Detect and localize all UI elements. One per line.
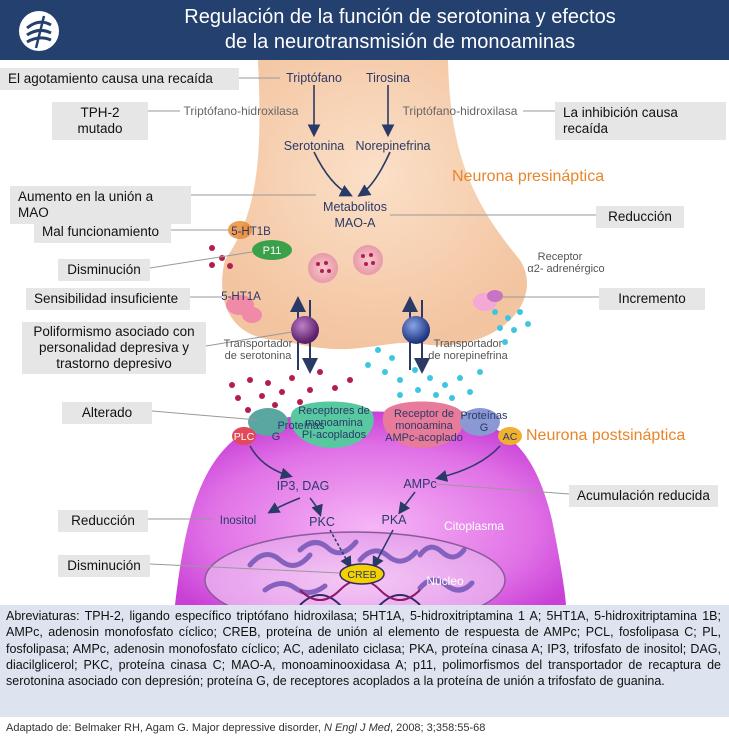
alpha2-label-2: α2- adrenérgico [527, 263, 604, 275]
callout-polymorphism-line-2: personalidad depresiva y [38, 340, 190, 355]
5ht1a-receptor-icon [226, 295, 262, 323]
mao-label: MAO-A [335, 216, 377, 230]
p11-icon [252, 240, 292, 260]
g-protein-right-label-2: G [480, 422, 489, 434]
callout-reduced-accumulation: Acumulación reducida [569, 485, 718, 507]
callout-increase-alpha2: Incremento [599, 288, 705, 310]
ip3-dag-label: IP3, DAG [277, 479, 330, 493]
5ht1a-label: 5-HT1A [221, 291, 261, 303]
callout-lines [148, 77, 599, 574]
callout-decrease-creb: Disminución [58, 555, 150, 577]
callout-reduction-mao: Reducción [596, 206, 684, 228]
callout-depletion: El agotamiento causa una recaída [0, 68, 239, 90]
creb-icon [339, 563, 385, 585]
callout-insufficient: Sensibilidad insuficiente [26, 288, 190, 310]
tyrosine-label: Tirosina [366, 71, 410, 85]
vesicles [308, 245, 383, 283]
amp-receptor-icon [382, 401, 464, 448]
alpha2-receptor-icon [473, 290, 503, 311]
g-protein-right-label-1: Proteínas [460, 410, 508, 422]
g-protein-left-label-1: Proteínas [277, 420, 325, 432]
alpha2-label-1: Receptor [538, 251, 583, 263]
source-suffix: , 2008; 3;358:55-68 [389, 722, 486, 734]
norepinephrine-transporter-icon [402, 316, 430, 344]
pi-receptor-label-1: Receptores de [298, 405, 370, 417]
pkc-label: PKC [309, 515, 335, 529]
callout-polymorphism-line-1: Poliformismo asociado con [33, 324, 195, 339]
callout-tph2: TPH-2 mutado [52, 102, 148, 140]
title-line-1: Regulación de la función de serotonina y… [184, 6, 616, 28]
tph-right-label: Triptófano-hidroxilasa [403, 104, 518, 118]
ampc-label: AMPc [403, 477, 436, 491]
g-protein-right-icon [460, 408, 500, 436]
callout-altered: Alterado [62, 402, 152, 424]
metabolites-label: Metabolitos [323, 200, 387, 214]
callout-decrease-p11: Disminución [58, 259, 150, 281]
norepinephrine-molecules [365, 309, 531, 401]
inositol-label: Inositol [220, 515, 256, 527]
p11-label: P11 [263, 245, 282, 257]
pka-label: PKA [381, 513, 407, 527]
serotonin-molecules [209, 245, 353, 413]
tph-left-label: Triptófano-hidroxilasa [184, 104, 299, 118]
serotonin-transporter-icon [291, 316, 319, 344]
source-prefix: Adaptado de: Belmaker RH, Agam G. Major … [6, 722, 324, 734]
presynaptic-label: Neurona presináptica [452, 168, 604, 185]
sert-label-1: Transportador [224, 338, 293, 350]
5ht1b-label: 5-HT1B [231, 226, 271, 238]
callout-polymorphism: Poliformismo asociado con personalidad d… [22, 322, 206, 374]
5ht1b-receptor-icon [228, 221, 252, 239]
chromatin [247, 539, 475, 595]
callout-malfunction: Mal funcionamiento [34, 221, 171, 243]
creb-label: CREB [347, 569, 376, 581]
callout-inhibition: La inhibición causa recaída [555, 102, 726, 140]
amp-receptor-label-2: monoamina [395, 420, 453, 432]
abbreviations-panel [0, 605, 729, 717]
g-protein-left-label-2: G [272, 431, 281, 443]
journal-logo-icon [19, 11, 59, 51]
source-journal: N Engl J Med [323, 722, 390, 734]
callout-polymorphism-line-3: trastorno depresivo [56, 356, 172, 371]
ac-label: AC [503, 431, 518, 443]
plc-label: PLC [234, 431, 255, 443]
plc-icon [232, 427, 256, 445]
serotonin-label: Serotonina [284, 139, 345, 153]
net-label-2: de norepinefrina [428, 350, 508, 362]
sert-label-2: de serotonina [225, 350, 293, 362]
presynaptic-neuron [222, 60, 527, 350]
pi-receptor-label-2: monoamina [305, 417, 363, 429]
nucleus-label: Núcleo [426, 574, 464, 588]
ac-icon [498, 427, 522, 445]
tryptophan-label: Triptófano [286, 71, 342, 85]
neuron-diagram: Triptófano Tirosina Serotonina Norepinef… [148, 60, 685, 605]
postsynaptic-label: Neurona postsináptica [526, 427, 685, 444]
header-bar [0, 0, 729, 60]
cytoplasm-label: Citoplasma [444, 519, 504, 533]
pi-receptor-icon [290, 401, 374, 448]
abbreviations-text: Abreviaturas: TPH-2, ligando específico … [6, 609, 721, 689]
source-citation: Adaptado de: Belmaker RH, Agam G. Major … [6, 722, 485, 734]
pi-receptor-label-3: PI-acoplados [302, 429, 367, 441]
amp-receptor-label-1: Receptor de [394, 408, 454, 420]
norepinephrine-label: Norepinefrina [355, 139, 430, 153]
title-line-2: de la neurotransmisión de monoaminas [224, 31, 576, 53]
net-label-1: Transportador [434, 338, 503, 350]
callout-reduction-inositol: Reducción [58, 510, 148, 532]
callout-mao-increase: Aumento en la unión a MAO [10, 186, 191, 224]
amp-receptor-label-3: AMPc-acoplado [385, 432, 463, 444]
g-protein-left-icon [248, 408, 288, 436]
